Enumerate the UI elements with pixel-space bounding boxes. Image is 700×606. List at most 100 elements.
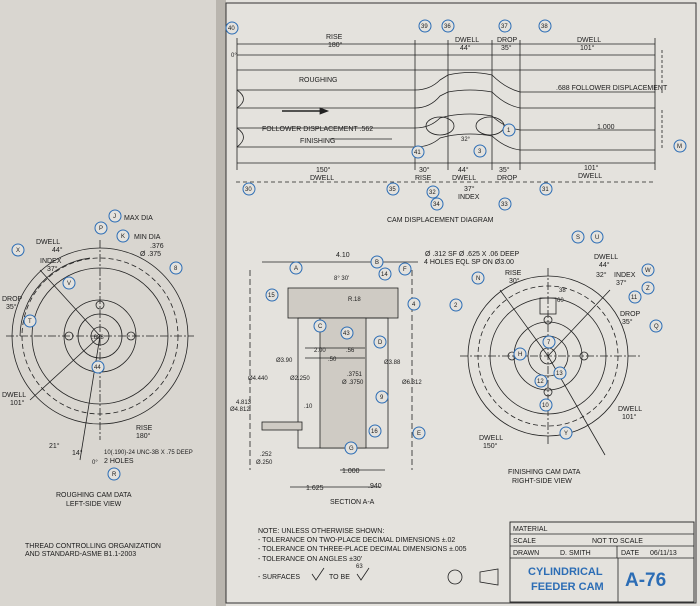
- index-label: INDEX: [458, 194, 480, 201]
- svg-text:T: T: [28, 319, 32, 325]
- index-label: INDEX: [40, 258, 62, 265]
- svg-text:30: 30: [245, 187, 252, 193]
- svg-text:10: 10: [542, 403, 549, 409]
- callout-11: 11: [628, 290, 642, 304]
- d6312-label: Ø6.312: [402, 380, 422, 386]
- follower-disp-right: .688 FOLLOWER DISPLACEMENT: [556, 85, 668, 92]
- callout-J: J: [108, 209, 122, 223]
- min-dia-label: MIN DIA: [134, 234, 161, 241]
- callout-36: 36: [441, 19, 455, 33]
- svg-text:A: A: [294, 266, 298, 272]
- drawn-by: D. SMITH: [560, 550, 591, 557]
- left-view-caption: LEFT-SIDE VIEW: [66, 501, 122, 508]
- svg-text:8: 8: [174, 266, 178, 272]
- deg30-label: 30°: [419, 166, 430, 174]
- callout-16: 16: [368, 424, 382, 438]
- callout-R: R: [107, 467, 121, 481]
- svg-text:34: 34: [433, 202, 440, 208]
- d2250-label: Ø2.250: [290, 376, 310, 382]
- top-labels: RISE 180° DWELL 44° DROP 35° DWELL 101° …: [231, 34, 668, 224]
- svg-text:D: D: [378, 340, 383, 346]
- svg-text:1: 1: [507, 128, 511, 134]
- callout-C: C: [313, 319, 327, 333]
- callout-V: V: [62, 276, 76, 290]
- index2-label: 37°: [616, 279, 627, 287]
- holes2-label: 4 HOLES EQL SP ON Ø3.00: [424, 259, 514, 266]
- callout-Z: Z: [641, 281, 655, 295]
- svg-text:4: 4: [412, 302, 416, 308]
- svg-text:33: 33: [501, 202, 508, 208]
- dwell-deg: 44°: [599, 261, 610, 269]
- rise-label: RISE: [505, 270, 522, 277]
- roughing-caption: ROUGHING CAM DATA: [56, 492, 132, 499]
- title-line-1: CYLINDRICAL: [528, 566, 603, 578]
- left-side-view: [6, 240, 194, 461]
- dwell3-label: DWELL: [479, 435, 503, 442]
- deg30-sub: RISE: [415, 175, 432, 182]
- svg-text:Q: Q: [654, 324, 659, 330]
- note-3: - TOLERANCE ON ANGLES ±30': [258, 556, 362, 563]
- deg150-sub: DWELL: [310, 175, 334, 182]
- svg-text:C: C: [318, 324, 323, 330]
- d38-label: 38: [559, 288, 566, 294]
- note-2: - TOLERANCE ON THREE-PLACE DECIMAL DIMEN…: [258, 546, 467, 553]
- svg-text:41: 41: [414, 150, 421, 156]
- d4813-label: 4.813: [236, 400, 252, 406]
- svg-text:9: 9: [380, 395, 384, 401]
- max-dia-label: MAX DIA: [124, 215, 153, 222]
- svg-text:43: 43: [343, 331, 350, 337]
- svg-text:38: 38: [541, 24, 548, 30]
- rise-deg: 180°: [328, 41, 343, 49]
- zero-label: 0°: [231, 53, 237, 59]
- drawing-border: [225, 2, 697, 604]
- deg150-label: 150°: [316, 166, 331, 174]
- svg-text:N: N: [476, 276, 480, 282]
- callout-35: 35: [386, 182, 400, 196]
- svg-text:K: K: [121, 234, 125, 240]
- callout-39: 39: [418, 19, 432, 33]
- svg-text:U: U: [595, 235, 599, 241]
- svg-text:14: 14: [381, 272, 388, 278]
- callout-8: 8: [169, 261, 183, 275]
- svg-text:W: W: [645, 268, 651, 274]
- callout-U: U: [590, 230, 604, 244]
- d10-label: .10: [304, 404, 313, 410]
- callout-44: 44: [91, 360, 105, 374]
- section-caption: SECTION A-A: [330, 499, 375, 506]
- scale-label: SCALE: [513, 538, 536, 545]
- callout-G: G: [344, 441, 358, 455]
- sheet-number: A-76: [625, 570, 666, 591]
- deg35-label: 35°: [499, 166, 510, 174]
- callout-13: 13: [553, 366, 567, 380]
- svg-text:35: 35: [389, 187, 396, 193]
- date-label: DATE: [621, 550, 639, 557]
- material-label: MATERIAL: [513, 526, 548, 533]
- svg-text:36: 36: [444, 24, 451, 30]
- svg-text:X: X: [16, 248, 20, 254]
- deg44-label: 44°: [458, 166, 469, 174]
- callout-32: 32: [426, 185, 440, 199]
- dwell-b-label: DWELL: [577, 37, 601, 44]
- d375-label: Ø .375: [140, 251, 161, 258]
- svg-text:S: S: [576, 235, 580, 241]
- scale-value: NOT TO SCALE: [592, 538, 643, 545]
- finishing-label: FINISHING: [300, 138, 335, 145]
- dwell-label: DWELL: [455, 37, 479, 44]
- callout-14: 14: [378, 267, 392, 281]
- surface-finish-icon: [311, 567, 325, 581]
- date-value: 06/11/13: [650, 550, 677, 557]
- callout-9: 9: [375, 390, 389, 404]
- svg-text:3: 3: [478, 149, 482, 155]
- callout-T: T: [23, 314, 37, 328]
- dwell-deg: 44°: [460, 44, 471, 52]
- callout-Y: Y: [559, 426, 573, 440]
- d60-label: 60: [557, 298, 564, 304]
- callout-E: E: [412, 426, 426, 440]
- cam-displacement-caption: CAM DISPLACEMENT DIAGRAM: [387, 217, 494, 224]
- callout-7: 7: [542, 335, 556, 349]
- d200-label: 2.00: [314, 348, 326, 354]
- note-4b: TO BE: [329, 574, 350, 581]
- note-1: - TOLERANCE ON TWO-PLACE DECIMAL DIMENSI…: [258, 537, 455, 544]
- callout-12: 12: [534, 374, 548, 388]
